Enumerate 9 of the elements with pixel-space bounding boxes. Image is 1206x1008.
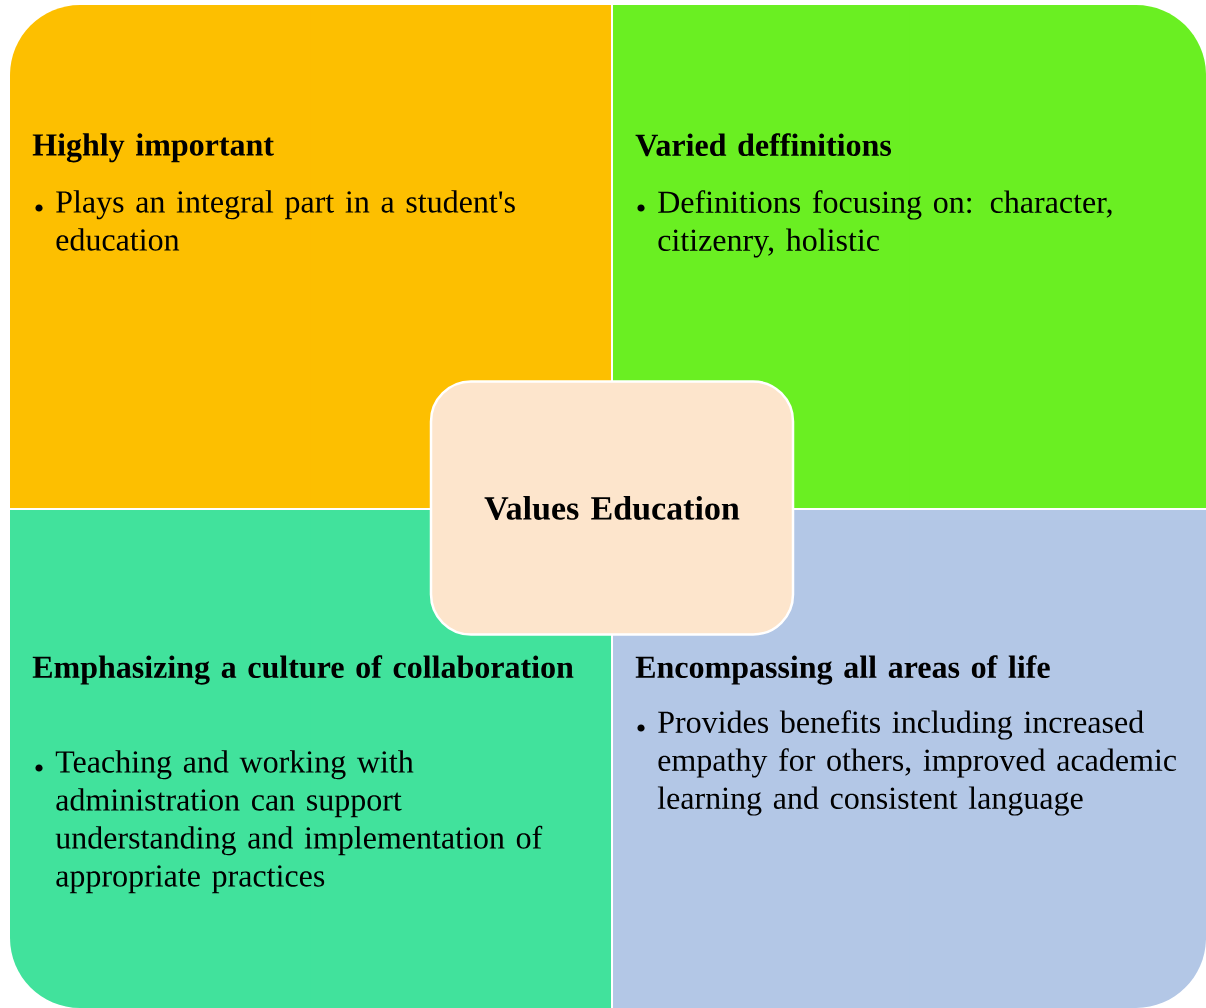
heading: Varied deffinitions bbox=[635, 133, 892, 157]
heading: Emphasizing a culture of collaboration bbox=[32, 655, 574, 685]
body-text: Definitions focusing on: character, citizenry, holistic bbox=[658, 190, 1112, 258]
center-box: Values Education bbox=[429, 380, 795, 636]
body-text: Provides benefits including increased empathy for others, improved academic learning and consistent language bbox=[657, 710, 1177, 816]
body-text: Teaching and working with administration can support understanding and implementation of appropriate practices bbox=[55, 750, 543, 894]
heading: Highly important bbox=[32, 133, 274, 163]
heading: Encompassing all areas of life bbox=[635, 655, 1050, 685]
body-text: Plays an integral part in a student's education bbox=[56, 190, 515, 251]
